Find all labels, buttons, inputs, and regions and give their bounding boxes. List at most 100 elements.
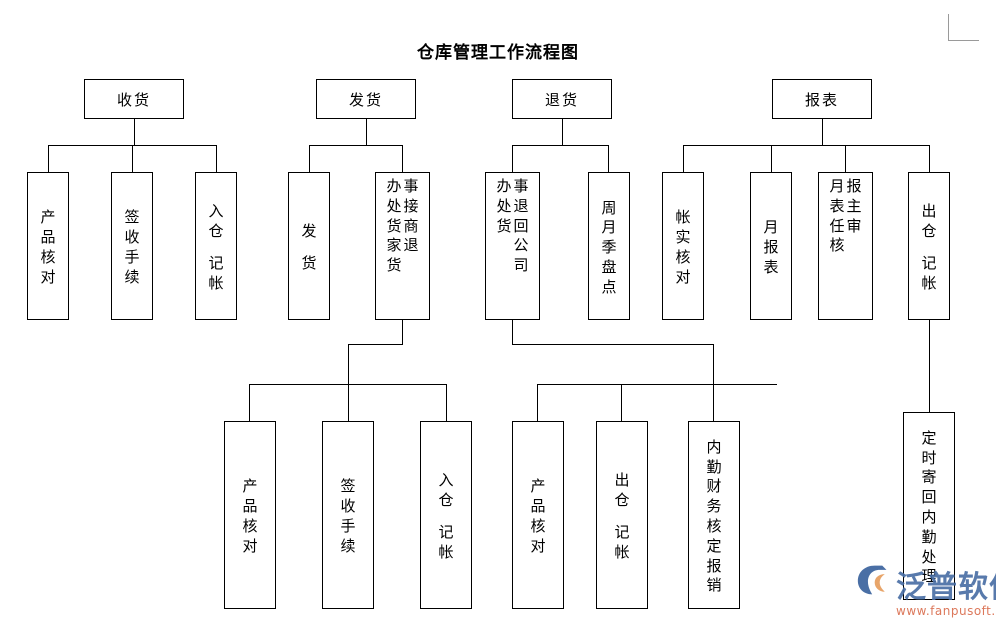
vertical-text-col-left: 办处货: [496, 177, 511, 236]
edge-receiving-drop: [134, 119, 135, 145]
edge-returns-to-company: [512, 145, 513, 172]
edge-merchant-return-jog: [348, 344, 403, 345]
vertical-text-char: 对: [242, 536, 258, 555]
edge-merchant-to-b-sign: [348, 384, 349, 421]
node-returns-label: 退货: [544, 90, 579, 109]
vertical-text: 帐实核对: [675, 204, 690, 287]
vertical-text: 周月季盘点: [601, 195, 616, 298]
vertical-text: 入仓记帐: [208, 198, 223, 293]
vertical-text-char: 手: [340, 517, 356, 535]
vertical-text-char: 内: [706, 437, 722, 456]
vertical-text-char: 报: [706, 556, 722, 575]
node-recv-check[interactable]: 产品核对: [27, 172, 69, 320]
vertical-text-char: 勤: [706, 457, 722, 476]
node-b-recv-check[interactable]: 产品核对: [224, 421, 276, 609]
edge-shipping-bus: [309, 145, 403, 146]
vertical-text-char: 处: [386, 196, 402, 215]
node-recv-stock[interactable]: 入仓记帐: [195, 172, 237, 320]
vertical-text-char: 定: [921, 428, 937, 447]
vertical-text-char: 帐: [921, 273, 937, 292]
edge-merchant-to-b-check: [249, 384, 250, 421]
node-shipping[interactable]: 发货: [316, 79, 416, 119]
edge-ret-company-drop: [512, 320, 513, 344]
node-shipping-label: 发货: [348, 90, 383, 109]
node-rep-reconcile[interactable]: 帐实核对: [662, 172, 704, 320]
vertical-text-char: 核: [675, 248, 691, 266]
vertical-text-char: 回: [921, 488, 937, 507]
vertical-text-char: 财: [706, 477, 722, 496]
node-rep-monthly[interactable]: 月报表: [750, 172, 792, 320]
vertical-text-char: 品: [40, 228, 56, 247]
edge-receiving-to-check: [48, 145, 49, 172]
vertical-text-char: 产: [40, 208, 56, 227]
node-ship-out[interactable]: 发货: [288, 172, 330, 320]
node-returns[interactable]: 退货: [512, 79, 612, 119]
vertical-text: 产品核对: [242, 473, 257, 556]
node-rep-outstock[interactable]: 出仓记帐: [908, 172, 950, 320]
edge-reports-to-outstock: [929, 145, 930, 172]
edge-ret-to-b-outstock: [621, 384, 622, 421]
node-b-ret-outstock[interactable]: 出仓记帐: [596, 421, 648, 609]
edge-ret-company-bus: [537, 384, 777, 385]
node-b-ret-finance[interactable]: 内勤财务核定报销: [688, 421, 740, 609]
edge-reports-drop: [822, 119, 823, 145]
vertical-text: 内勤财务核定报销: [706, 434, 721, 596]
vertical-text-char: 报: [846, 177, 862, 195]
edge-shipping-to-merchant-return: [402, 145, 403, 172]
vertical-text-char: 回: [513, 216, 529, 235]
vertical-text: 签收手续: [124, 204, 139, 287]
node-receiving-label: 收货: [116, 90, 151, 109]
node-reports-label: 报表: [804, 90, 839, 109]
node-reports[interactable]: 报表: [772, 79, 872, 119]
vertical-text-char: 出: [614, 471, 630, 490]
node-ret-inventory[interactable]: 周月季盘点: [588, 172, 630, 320]
node-b-ret-check[interactable]: 产品核对: [512, 421, 564, 609]
vertical-text-char: 仓: [208, 222, 224, 241]
vertical-text-col-left: 月表任核: [829, 177, 844, 256]
vertical-text-col-right: 事接商退: [404, 177, 419, 256]
edge-merchant-to-b-stock: [446, 384, 447, 421]
vertical-text-char: 事: [403, 177, 419, 195]
vertical-text-char: 销: [706, 576, 722, 595]
edge-ret-company-stem: [713, 344, 714, 384]
node-receiving[interactable]: 收货: [84, 79, 184, 119]
vertical-text-char: 产: [242, 477, 258, 496]
node-rep-mail-back[interactable]: 定时寄回内勤处理: [903, 412, 955, 600]
node-ret-to-company[interactable]: 事退回公司 办处货: [485, 172, 540, 320]
vertical-text-char: 发: [301, 222, 317, 241]
node-b-recv-stock[interactable]: 入仓记帐: [420, 421, 472, 609]
vertical-text-char: 务: [706, 497, 722, 516]
node-b-recv-sign[interactable]: 签收手续: [322, 421, 374, 609]
page-corner-mark: [948, 14, 979, 41]
vertical-text-char: 点: [601, 277, 617, 296]
edge-returns-to-inventory: [608, 145, 609, 172]
vertical-text-char: 仓: [921, 222, 937, 241]
watermark-url: www.fanpusoft.com: [896, 604, 996, 618]
vertical-text-char: 报: [763, 238, 779, 257]
vertical-text-2col: 事退回公司 办处货: [486, 173, 539, 319]
node-rep-review[interactable]: 报主审 月表任核: [818, 172, 873, 320]
vertical-text-char: 核: [530, 517, 546, 535]
node-recv-sign[interactable]: 签收手续: [111, 172, 153, 320]
vertical-text: 发货: [301, 218, 316, 274]
vertical-text-col-right: 事退回公司: [514, 177, 529, 276]
vertical-text-char: 定: [706, 536, 722, 555]
vertical-text-char: 司: [513, 256, 529, 275]
vertical-text-char: 手: [124, 248, 140, 266]
vertical-text: 产品核对: [530, 473, 545, 556]
vertical-text-char: 对: [530, 536, 546, 555]
vertical-text-char: 审: [846, 216, 862, 235]
edge-reports-to-review: [845, 145, 846, 172]
vertical-text-char: 主: [846, 196, 862, 215]
edge-ret-company-jog: [512, 344, 714, 345]
vertical-text-char: 事: [513, 177, 529, 195]
vertical-text-char: 表: [763, 257, 779, 276]
vertical-text-char: 内: [921, 508, 937, 526]
node-ship-merchant-return[interactable]: 事接商退 办处货家货: [375, 172, 430, 320]
vertical-text-col-left: 办处货家货: [386, 177, 401, 276]
vertical-text-char: 入: [438, 471, 454, 490]
vertical-text-char: 出: [921, 202, 937, 221]
vertical-text-char: 任: [829, 216, 845, 235]
edge-outstock-to-mailback: [929, 320, 930, 413]
